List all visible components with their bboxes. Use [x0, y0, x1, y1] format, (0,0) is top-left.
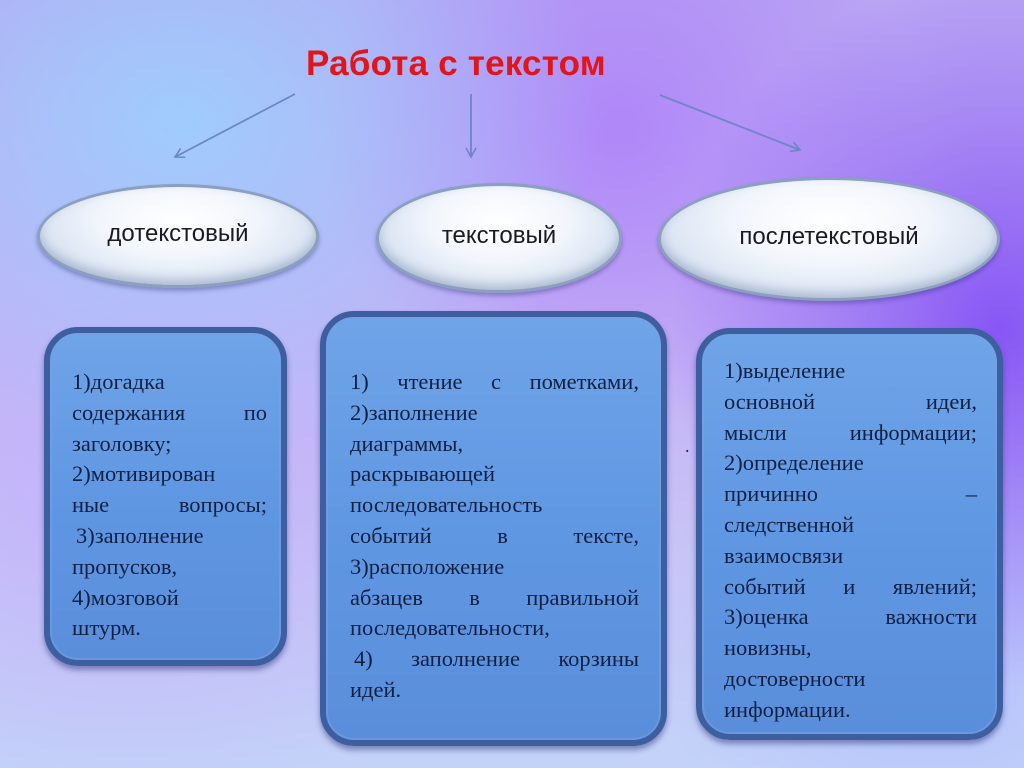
activity-word: вопросы; — [178, 492, 267, 518]
activity-word: 1)выделение — [724, 358, 846, 383]
activity-word: ные — [72, 492, 110, 518]
activity-line: 2)определение — [724, 448, 977, 479]
activity-line: причинно – — [724, 479, 977, 510]
activity-word: тексте, — [573, 522, 639, 548]
activity-word: правильной — [526, 584, 639, 610]
stage-pretext: дотекстовый — [37, 184, 319, 288]
activity-line: 3)расположение — [350, 552, 639, 583]
activity-word: с — [491, 369, 502, 394]
panel-pretext-activities: 1)догадка содержания по заголовку; 2)мотивир… — [44, 327, 287, 666]
diagram-title: Работа с текстом — [306, 44, 606, 83]
activity-word: 1) — [350, 369, 369, 394]
arrow-to-pretext — [173, 93, 296, 159]
activity-line: 2)заполнение — [350, 398, 639, 429]
activity-line: новизны, — [724, 633, 977, 664]
activity-line: диаграммы, — [350, 429, 639, 460]
activity-word: чтение — [397, 369, 463, 394]
panel-posttext-activities: 1)выделение основной идеи, мысли информации;… — [696, 328, 1003, 740]
activity-word: 3)оценка — [724, 604, 809, 630]
activity-line: содержания по — [72, 398, 267, 429]
activity-word: заполнение — [411, 646, 520, 672]
activity-line: 4)мозговой — [72, 583, 267, 614]
activity-word: штурм. — [72, 615, 141, 641]
activity-word: последовательности, — [350, 615, 550, 641]
activity-line: абзацев в правильной — [350, 583, 639, 614]
panel-text-activities: 1) чтение с пометками, 2)заполнение диаграммы… — [320, 311, 667, 746]
activity-word: событий — [350, 522, 432, 548]
activity-line: 1)выделение — [724, 356, 977, 387]
activity-line: раскрывающей — [350, 459, 639, 490]
activity-line: штурм. — [72, 613, 267, 644]
stage-pretext-label: дотекстовый — [107, 220, 249, 247]
activity-line: заголовку; — [72, 429, 267, 460]
activity-word: пометками, — [529, 369, 639, 394]
arrow-to-posttext — [659, 94, 802, 153]
activity-line: достоверности — [724, 664, 977, 695]
activity-line: мысли информации; — [724, 418, 977, 449]
activity-word: последовательность — [350, 492, 543, 518]
activity-line: следственной — [724, 510, 977, 541]
activity-word: причинно — [724, 481, 819, 507]
activity-word: информации; — [849, 419, 977, 445]
activity-word: заголовку; — [72, 430, 172, 456]
activity-word: пропусков, — [72, 553, 178, 579]
activity-word: по — [243, 399, 267, 425]
activity-word: взаимосвязи — [724, 542, 844, 568]
activity-word: 2)определение — [724, 450, 864, 476]
stage-posttext: послетекстовый — [658, 177, 1000, 301]
activity-word: 1)догадка — [72, 369, 165, 394]
stage-text: текстовый — [376, 183, 622, 293]
activity-word: диаграммы, — [350, 430, 464, 456]
activity-word: корзины — [558, 646, 639, 672]
activity-line: событий и явлений; — [724, 572, 977, 603]
activity-word: важности — [885, 604, 977, 630]
activity-word: новизны, — [724, 635, 812, 661]
activity-line: 3)заполнение — [72, 521, 267, 552]
stage-text-label: текстовый — [441, 222, 557, 249]
activity-line: последовательности, — [350, 613, 639, 644]
activity-word: 4) — [354, 646, 373, 672]
activity-word: идеи, — [925, 388, 977, 414]
stage-posttext-label: послетекстовый — [739, 223, 919, 250]
activity-line: информации. — [724, 695, 977, 726]
activity-word: содержания — [72, 399, 186, 425]
activity-word: событий — [724, 573, 806, 599]
activity-line: последовательность — [350, 490, 639, 521]
activity-word: – — [965, 481, 977, 507]
activity-word: основной — [724, 388, 816, 414]
activity-word: 3)заполнение — [76, 522, 204, 548]
activity-line: взаимосвязи — [724, 541, 977, 572]
activity-line: 1)догадка — [72, 367, 267, 398]
activity-line: 4) заполнение корзины — [350, 644, 639, 675]
activity-word: достоверности — [724, 665, 866, 691]
activity-word: 2)заполнение — [350, 399, 478, 425]
activity-word: и — [843, 573, 856, 599]
activity-word: следственной — [724, 511, 855, 537]
activity-word: информации. — [724, 696, 851, 722]
activity-word: раскрывающей — [350, 461, 495, 487]
activity-line: событий в тексте, — [350, 521, 639, 552]
activity-line: 1) чтение с пометками, — [350, 367, 639, 398]
activity-line: пропусков, — [72, 552, 267, 583]
activity-line: 3)оценка важности — [724, 602, 977, 633]
activity-line: ные вопросы; — [72, 490, 267, 521]
activity-word: 2)мотивирован — [72, 461, 216, 487]
activity-word: абзацев — [350, 584, 423, 610]
activity-line: 2)мотивирован — [72, 459, 267, 490]
activity-line: идей. — [350, 675, 639, 706]
activity-word: 3)расположение — [350, 553, 505, 579]
activity-line: основной идеи, — [724, 387, 977, 418]
activity-word: в — [497, 522, 508, 548]
activity-word: в — [469, 584, 480, 610]
activity-word: явлений; — [892, 573, 977, 599]
activity-word: идей. — [350, 676, 402, 702]
stray-mark: . — [685, 436, 690, 456]
activity-word: мысли — [724, 419, 787, 445]
activity-word: 4)мозговой — [72, 584, 179, 610]
